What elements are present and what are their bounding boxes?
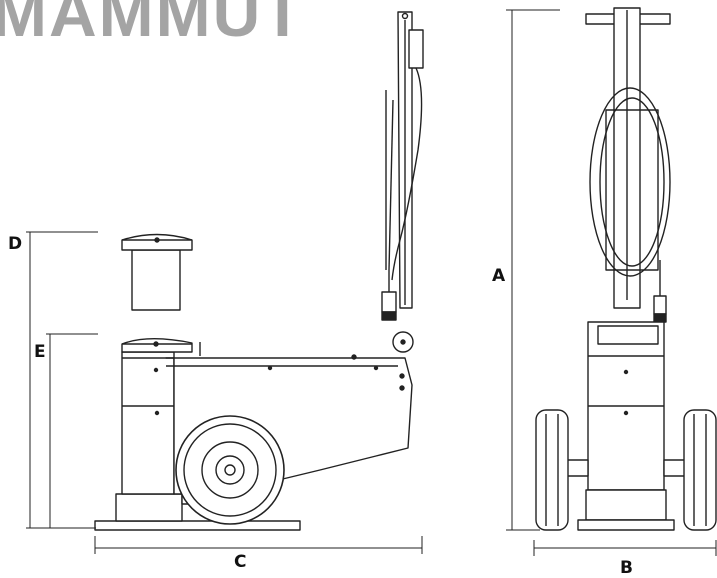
dimension-label-a: A	[492, 266, 506, 286]
brand-logo: MAMMUT	[0, 0, 305, 50]
dimension-label-b: B	[620, 558, 633, 578]
dimension-label-e: E	[34, 342, 46, 362]
hose-coupling	[381, 291, 397, 313]
cylinder-body	[121, 351, 175, 495]
base-plate	[94, 520, 301, 531]
side-view	[94, 11, 424, 531]
air-hose	[391, 67, 423, 281]
wheel	[175, 415, 285, 525]
front-wheel-left	[535, 409, 569, 531]
coiled-hose	[589, 87, 671, 277]
control-valve	[408, 29, 424, 69]
dimension-lines	[26, 9, 717, 556]
extended-ram	[131, 249, 181, 311]
front-wheel-right	[683, 409, 717, 531]
front-view	[535, 7, 717, 531]
dimension-label-d: D	[8, 234, 23, 254]
dimension-label-c: C	[234, 552, 247, 572]
